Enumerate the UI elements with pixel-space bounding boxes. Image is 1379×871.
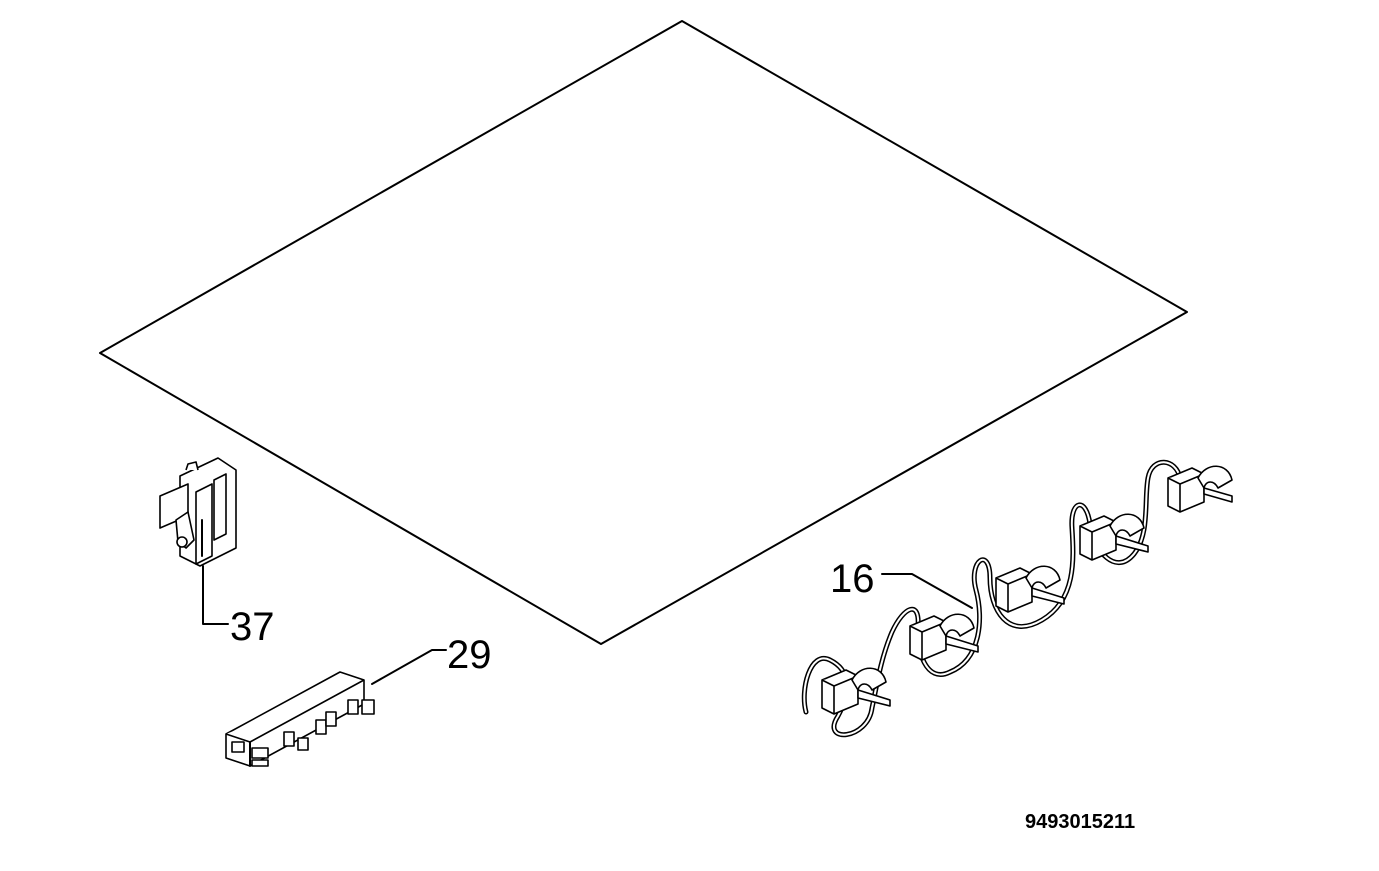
panel-sheet [99,20,1188,645]
electrode-1 [821,667,891,715]
electrode-3 [995,565,1065,613]
leader-29 [371,649,447,685]
electrode-2 [909,613,979,661]
document-number: 9493015211 [1025,811,1135,833]
electrode-4 [1079,513,1149,561]
leader-37 [202,565,229,625]
electrode-5 [1167,465,1233,513]
part-29-ignition-module [225,671,375,767]
part-37-switch-bracket [159,457,237,567]
callout-37: 37 [230,605,275,649]
callout-29: 29 [447,633,492,677]
part-16-electrode-harness [801,459,1233,738]
callout-16: 16 [830,557,875,601]
leader-16 [881,573,973,609]
